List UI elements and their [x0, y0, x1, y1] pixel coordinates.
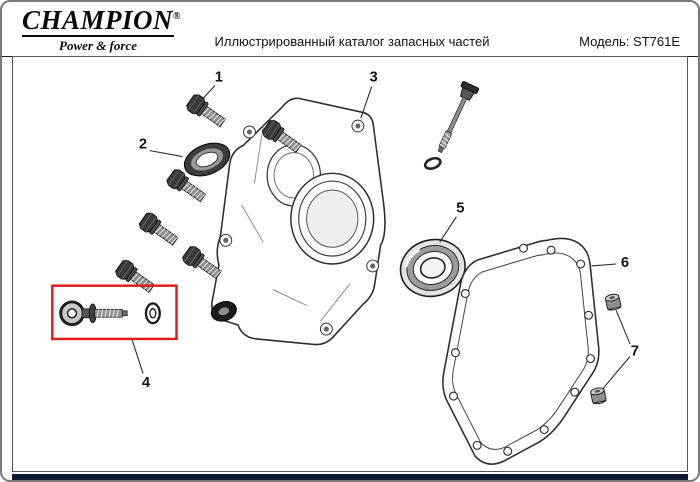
part-oil-filler-bolt — [437, 81, 480, 154]
model-label: Модель: ST761E — [579, 34, 680, 49]
exploded-view-diagram: 1 2 3 4 5 6 7 — [12, 56, 688, 472]
leader-6 — [591, 263, 617, 267]
callout-3: 3 — [370, 70, 378, 86]
part-plug-2 — [590, 387, 607, 405]
page-title: Иллюстрированный каталог запасных частей — [214, 34, 490, 49]
part-oil-seal — [183, 142, 231, 177]
brand-text: CHAMPION — [22, 5, 174, 35]
brand-tagline: Power & force — [22, 35, 174, 54]
callout-4: 4 — [142, 375, 151, 391]
leader-7b — [601, 356, 631, 390]
part-oil-dipstick — [59, 300, 128, 327]
callout-7: 7 — [631, 344, 639, 360]
parts-table-top-edge — [12, 474, 688, 480]
callout-6: 6 — [621, 255, 629, 271]
part-bolt-6 — [113, 257, 158, 297]
part-bearing — [399, 238, 466, 298]
part-sealing-washer — [144, 302, 161, 325]
brand-name: CHAMPION® — [22, 5, 181, 35]
registered-mark: ® — [173, 11, 182, 22]
leader-lines — [131, 85, 631, 390]
leader-4 — [131, 339, 144, 374]
callout-1: 1 — [215, 70, 223, 86]
part-bolt-4 — [137, 210, 182, 250]
callout-5: 5 — [456, 201, 464, 217]
leader-3 — [360, 86, 373, 119]
diagram-canvas: 1 2 3 4 5 6 7 — [51, 70, 639, 465]
part-plug-1 — [604, 293, 622, 311]
part-bolt-1 — [184, 92, 229, 132]
leader-1 — [199, 85, 216, 102]
leader-2 — [149, 150, 183, 158]
highlight-box — [51, 284, 178, 341]
cover-seal-bore — [210, 301, 237, 322]
part-o-ring — [423, 156, 442, 170]
part-crankcase-cover — [210, 97, 386, 346]
gasket-bolt-holes — [448, 243, 596, 456]
leader-5 — [439, 216, 457, 243]
brand-logo: CHAMPION® Power & force — [22, 5, 181, 54]
callout-2: 2 — [139, 137, 147, 153]
leader-7a — [615, 310, 631, 345]
page-header: CHAMPION® Power & force Иллюстрированный… — [2, 2, 698, 57]
callout-labels: 1 2 3 4 5 6 7 — [139, 70, 639, 392]
part-gasket — [442, 237, 600, 465]
